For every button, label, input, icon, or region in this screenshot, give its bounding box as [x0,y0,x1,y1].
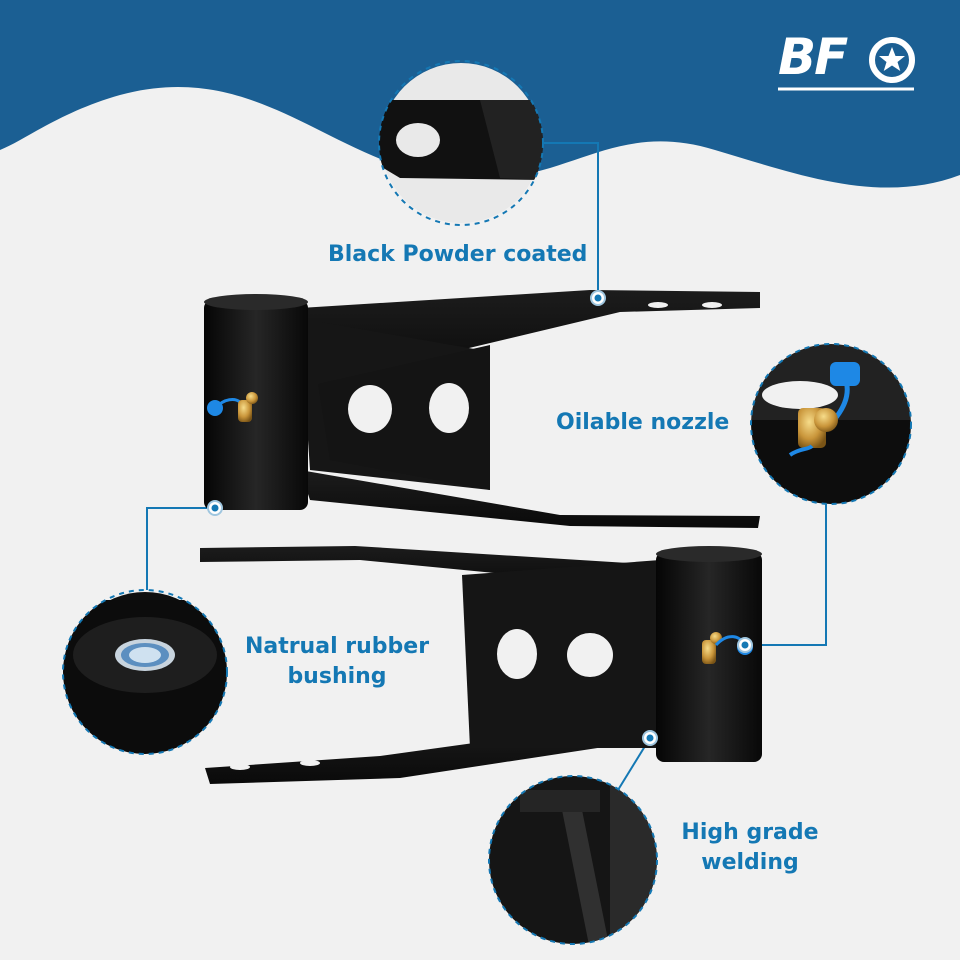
label-oilable-nozzle: Oilable nozzle [556,410,730,435]
label-rubber-bushing: Natrual rubber bushing [244,632,430,692]
zoom-powder-coat [378,60,544,226]
zoom-high-grade-welding [488,775,658,945]
star-in-circle-icon [869,37,915,83]
label-rubber-bushing-line1: Natrual rubber [244,634,430,659]
label-black-powder-coated: Black Powder coated [328,242,588,267]
label-high-grade-welding: High grade welding [678,818,822,878]
zoom-oilable-nozzle [750,343,912,505]
zoom-rubber-bushing [62,589,228,755]
label-high-grade-welding-line2: welding [701,850,799,875]
label-rubber-bushing-line2: bushing [287,664,387,689]
upper-shackle-bracket [204,290,760,528]
grease-nozzle-upper [207,392,258,422]
brand-logo [778,37,915,91]
lower-shackle-bracket [200,546,762,784]
label-high-grade-welding-line1: High grade [681,820,819,845]
connector-lines [146,142,827,791]
brand-logo-text: BF [778,28,848,86]
callout-anchor-dots [207,290,753,746]
